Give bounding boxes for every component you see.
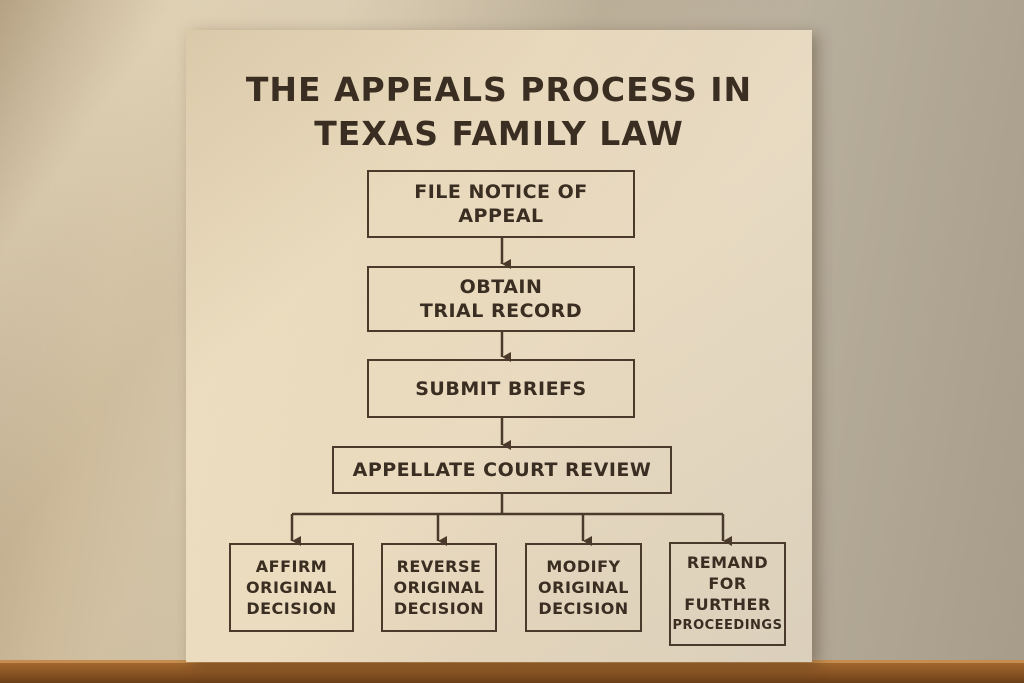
outcome-affirm: AFFIRM ORIGINAL DECISION (229, 543, 354, 632)
outcome-remand-line-2: FOR (708, 574, 747, 593)
flowchart-connectors (290, 238, 732, 546)
poster-title: THE APPEALS PROCESS IN TEXAS FAMILY LAW (186, 68, 812, 156)
outcome-remand-line-3: FURTHER (684, 595, 771, 614)
step-submit-briefs: SUBMIT BRIEFS (367, 359, 635, 418)
outcome-modify-line-2: ORIGINAL (538, 578, 629, 597)
outcome-modify: MODIFY ORIGINAL DECISION (525, 543, 642, 632)
step-1-line-2: APPEAL (458, 205, 544, 227)
step-obtain-trial-record: OBTAIN TRIAL RECORD (367, 266, 635, 332)
outcome-reverse: REVERSE ORIGINAL DECISION (381, 543, 497, 632)
outcome-remand-line-4: PROCEEDINGS (672, 618, 783, 633)
step-3-line-1: SUBMIT BRIEFS (415, 377, 587, 400)
outcome-modify-line-3: DECISION (538, 599, 629, 618)
flowchart-poster: THE APPEALS PROCESS IN TEXAS FAMILY LAW … (186, 30, 812, 662)
step-1-line-1: FILE NOTICE OF (414, 181, 588, 203)
outcome-reverse-line-2: ORIGINAL (393, 578, 485, 597)
outcome-remand: REMAND FOR FURTHER PROCEEDINGS (669, 542, 786, 646)
step-2-line-1: OBTAIN (459, 276, 543, 298)
outcome-reverse-line-3: DECISION (393, 599, 485, 618)
outcome-affirm-line-3: DECISION (246, 599, 337, 618)
step-file-notice-of-appeal: FILE NOTICE OF APPEAL (367, 170, 635, 238)
outcome-remand-line-1: REMAND (686, 553, 769, 572)
title-line-1: THE APPEALS PROCESS IN (245, 70, 753, 109)
step-2-line-2: TRIAL RECORD (419, 300, 583, 322)
outcome-affirm-line-2: ORIGINAL (246, 578, 337, 597)
outcome-modify-line-1: MODIFY (546, 557, 621, 576)
outcome-affirm-line-1: AFFIRM (255, 557, 328, 576)
step-4-line-1: APPELLATE COURT REVIEW (352, 459, 652, 481)
title-line-2: TEXAS FAMILY LAW (314, 114, 684, 153)
wooden-shelf (0, 660, 1024, 683)
poster-lighting (186, 30, 812, 662)
outcome-reverse-line-1: REVERSE (396, 557, 482, 576)
step-appellate-court-review: APPELLATE COURT REVIEW (332, 446, 672, 494)
